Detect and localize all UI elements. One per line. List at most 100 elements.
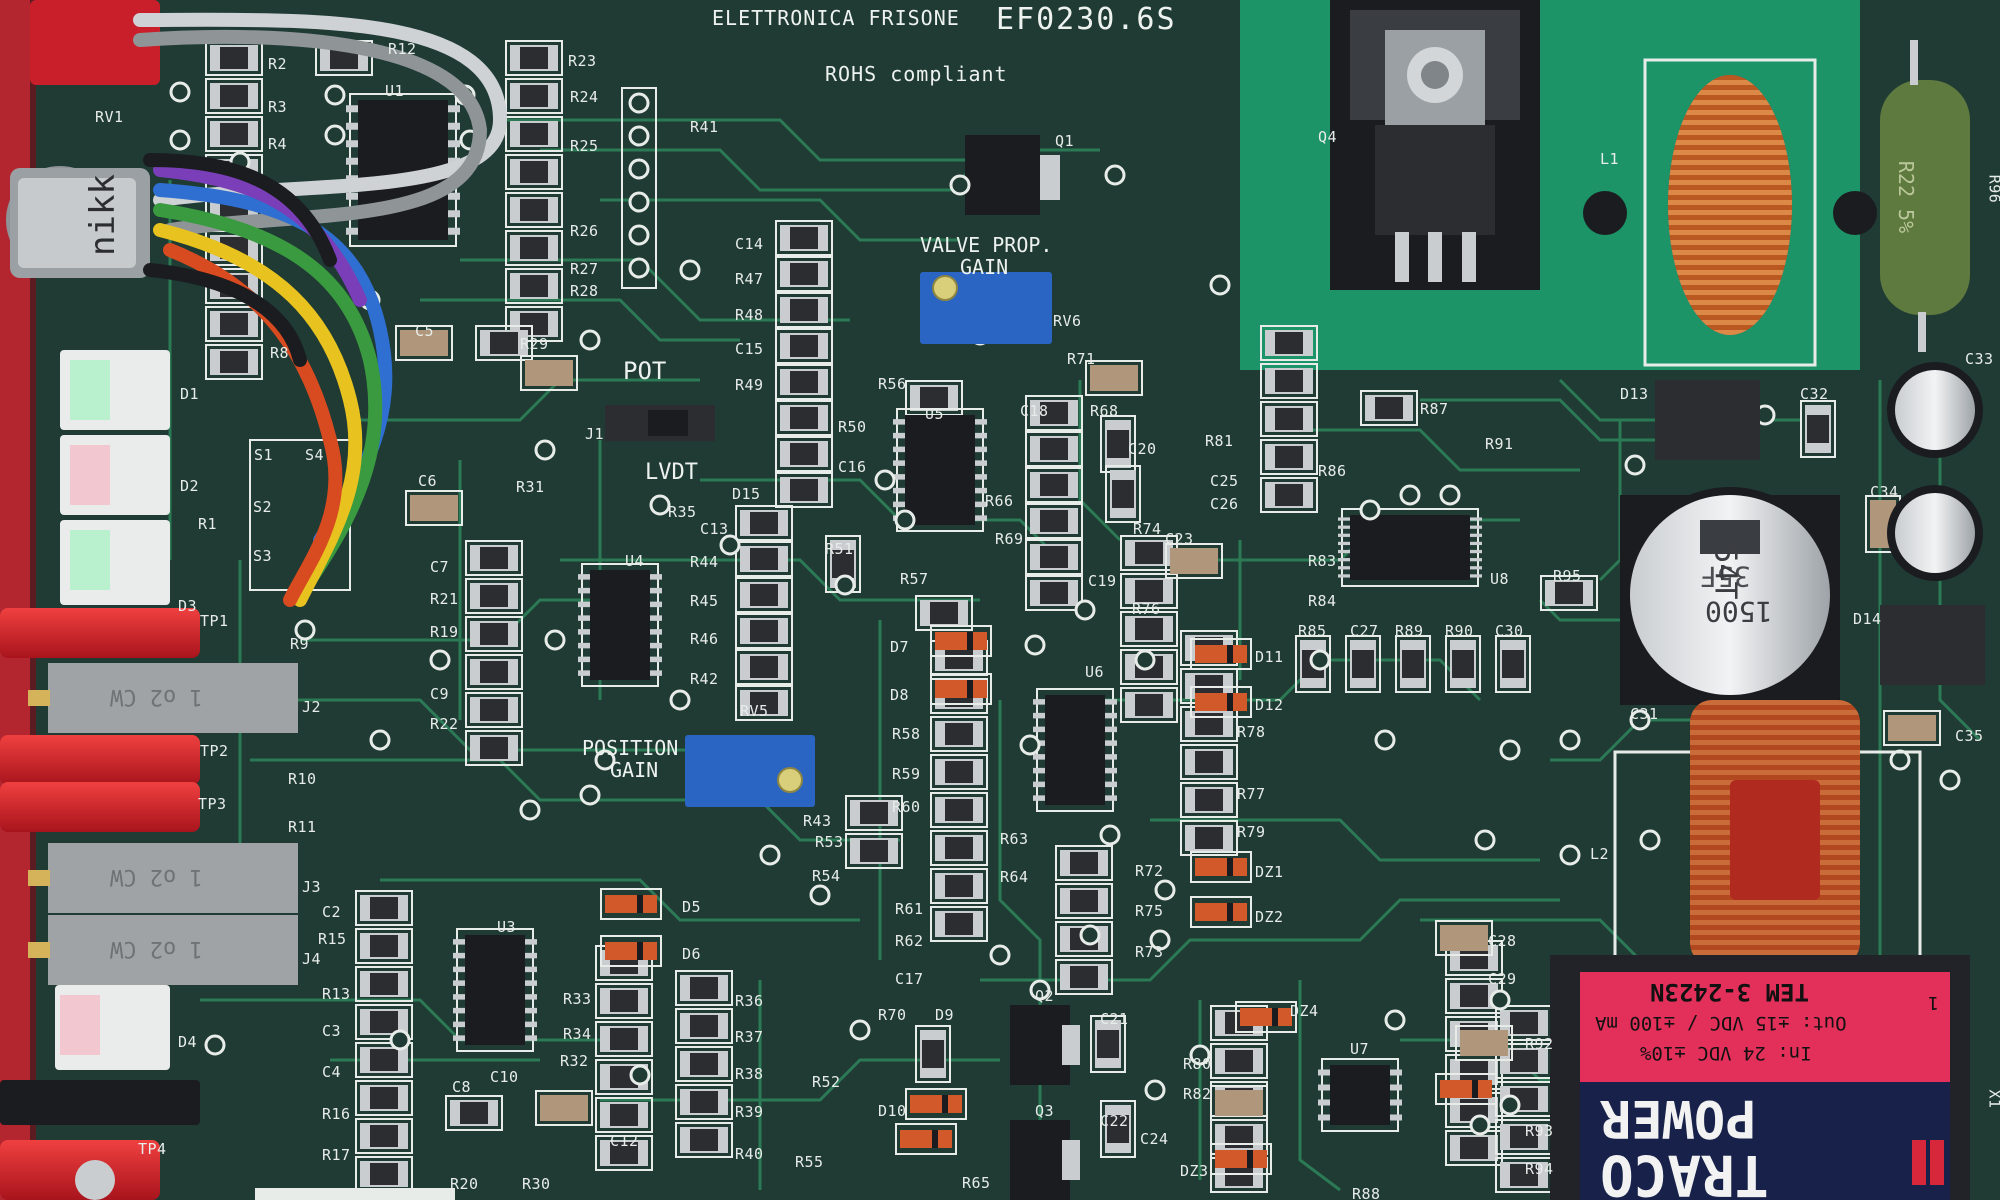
smd-outline — [1120, 649, 1178, 685]
smd-resistor — [480, 585, 508, 607]
refdes-s2: S2 — [253, 498, 273, 516]
valve-gain-label: GAIN — [960, 255, 1009, 279]
smd-outline — [735, 685, 793, 721]
via — [1489, 989, 1511, 1011]
refdes-r52: R52 — [812, 1073, 841, 1091]
refdes-r95: R95 — [1553, 567, 1582, 585]
refdes-r82: R82 — [1183, 1085, 1212, 1103]
smd-capacitor — [540, 1095, 588, 1121]
q2-transistor — [1010, 1005, 1070, 1085]
via — [1469, 1114, 1491, 1136]
refdes-r73: R73 — [1135, 943, 1164, 961]
smd-resistor — [1807, 415, 1829, 443]
refdes-r34: R34 — [563, 1025, 592, 1043]
vias — [169, 81, 1961, 1136]
refdes-c14: C14 — [735, 235, 764, 253]
refdes-s4: S4 — [305, 446, 325, 464]
smd-diode — [935, 632, 987, 650]
smd-outline — [775, 220, 833, 256]
trimmer-marking-j3: 1 o2 CW — [110, 864, 203, 889]
refdes-r12: R12 — [388, 40, 417, 58]
diode-outline — [600, 935, 662, 967]
smd-resistor — [690, 1129, 718, 1151]
smd-outline — [355, 1042, 413, 1078]
refdes-d3: D3 — [178, 597, 198, 615]
smd-capacitor — [1090, 365, 1138, 391]
smd-outline — [1165, 543, 1223, 579]
smd-outline — [675, 1046, 733, 1082]
refdes-d13: D13 — [1620, 385, 1649, 403]
smd-resistor — [1510, 1164, 1538, 1186]
smd-resistor — [945, 913, 973, 935]
smd-resistor — [1040, 582, 1068, 604]
refdes-d10: D10 — [878, 1102, 907, 1120]
smd-resistor — [790, 479, 818, 501]
via — [1134, 649, 1156, 671]
via — [628, 224, 650, 246]
refdes-rv5: RV5 — [740, 702, 769, 720]
smd-resistor — [610, 1028, 638, 1050]
diode-outline — [1235, 1001, 1297, 1033]
refdes-r60: R60 — [892, 798, 921, 816]
refdes-r15: R15 — [318, 930, 347, 948]
q4-heatsink — [1330, 0, 1540, 290]
smd-resistor — [370, 1049, 398, 1071]
smd-resistor — [1070, 966, 1098, 988]
refdes-r69: R69 — [995, 530, 1024, 548]
refdes-r55: R55 — [795, 1153, 824, 1171]
grey-trimmers — [28, 663, 298, 985]
smd-outline — [675, 970, 733, 1006]
refdes-c33: C33 — [1965, 350, 1994, 368]
smd-resistor — [690, 1053, 718, 1075]
smd-outline — [1025, 539, 1083, 575]
smd-outline — [735, 577, 793, 613]
smd-outline — [475, 325, 533, 361]
via — [849, 1019, 871, 1041]
electrolytic-caps — [1620, 362, 1983, 705]
via — [679, 259, 701, 281]
refdes-dz1: DZ1 — [1255, 863, 1284, 881]
via — [669, 689, 691, 711]
refdes-r77: R77 — [1237, 785, 1266, 803]
refdes-r83: R83 — [1308, 552, 1337, 570]
smd-resistor — [750, 656, 778, 678]
refdes-j3: J3 — [302, 878, 322, 896]
smd-outline — [1120, 611, 1178, 647]
refdes-r57: R57 — [900, 570, 929, 588]
refdes-c15: C15 — [735, 340, 764, 358]
smd-resistor — [832, 550, 854, 578]
refdes-l2: L2 — [1590, 845, 1610, 863]
power-resistor-r22 — [1880, 40, 1970, 352]
diode-outline — [1190, 638, 1252, 670]
smd-capacitor — [1460, 1030, 1508, 1056]
smd-outline — [735, 649, 793, 685]
smd-outline — [505, 154, 563, 190]
smd-resistor — [1275, 484, 1303, 506]
refdes-dz4: DZ4 — [1290, 1002, 1319, 1020]
smd-outline — [1180, 782, 1238, 818]
ic-outline — [456, 928, 534, 1052]
refdes-c7: C7 — [430, 558, 450, 576]
refdes-r48: R48 — [735, 306, 764, 324]
via — [1559, 844, 1581, 866]
refdes-c6: C6 — [418, 472, 438, 490]
smd-diode — [910, 1095, 962, 1113]
refdes-r19: R19 — [430, 623, 459, 641]
smd-resistor — [690, 1015, 718, 1037]
refdes-c17: C17 — [895, 970, 924, 988]
refdes-r30: R30 — [522, 1175, 551, 1193]
refdes-r23: R23 — [568, 52, 597, 70]
refdes-c8: C8 — [452, 1078, 472, 1096]
smd-outline — [1360, 390, 1418, 426]
smd-outline — [535, 1090, 593, 1126]
refdes-r68: R68 — [1090, 402, 1119, 420]
smd-outline — [1055, 921, 1113, 957]
smd-resistor — [1460, 947, 1488, 969]
smd-outline — [1455, 1025, 1513, 1061]
smd-outline — [735, 613, 793, 649]
via — [1559, 729, 1581, 751]
diode-outline — [1435, 1073, 1497, 1105]
smd-outline — [1100, 1100, 1136, 1158]
smd-resistor — [945, 723, 973, 745]
refdes-r45: R45 — [690, 592, 719, 610]
